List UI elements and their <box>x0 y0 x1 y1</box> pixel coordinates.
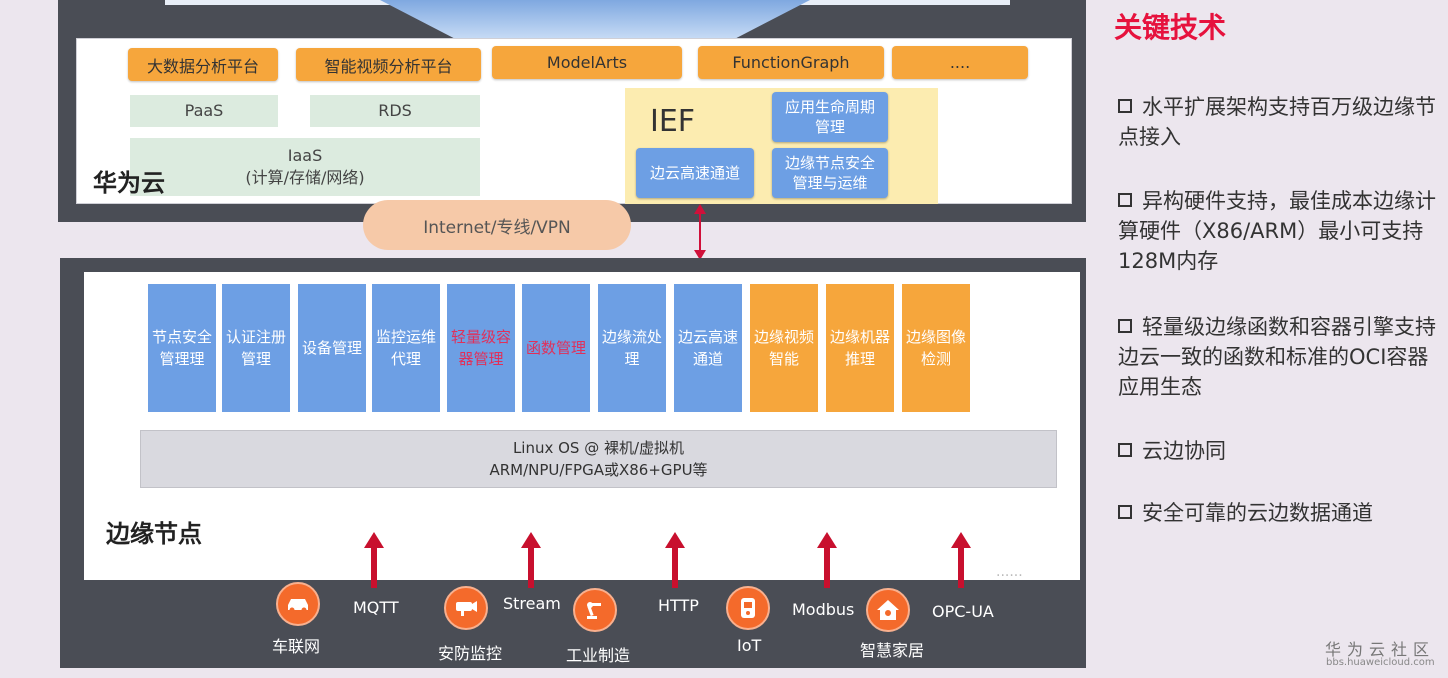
module-device-management[interactable]: 设备管理 <box>298 284 366 412</box>
iaas-detail: (计算/存储/网络) <box>245 168 365 187</box>
checkbox-icon <box>1118 505 1132 519</box>
iaas-box: IaaS (计算/存储/网络) <box>130 138 480 196</box>
iaas-label: IaaS <box>287 146 323 165</box>
key-tech-item-text: 云边协同 <box>1142 439 1226 463</box>
module-machine-inference[interactable]: 边缘机器推理 <box>826 284 894 412</box>
checkbox-icon <box>1118 193 1132 207</box>
module-monitoring-agent[interactable]: 监控运维代理 <box>372 284 440 412</box>
service-functiongraph[interactable]: FunctionGraph <box>698 46 884 79</box>
module-container-management[interactable]: 轻量级容器管理 <box>447 284 515 412</box>
protocol-http: HTTP <box>658 596 699 615</box>
smart-home-icon <box>866 588 910 632</box>
os-bar: Linux OS @ 裸机/虚拟机 ARM/NPU/FPGA或X86+GPU等 <box>140 430 1057 488</box>
cloud-funnel <box>380 0 810 40</box>
service-bigdata[interactable]: 大数据分析平台 <box>128 48 278 81</box>
module-auth-registration[interactable]: 认证注册管理 <box>222 284 290 412</box>
ief-security-button[interactable]: 边缘节点安全管理与运维 <box>772 148 888 198</box>
watermark-en: bbs.huaweicloud.com <box>1326 657 1435 668</box>
key-tech-item: 安全可靠的云边数据通道 <box>1118 498 1448 528</box>
device-label-industry: 工业制造 <box>566 646 631 665</box>
module-function-management[interactable]: 函数管理 <box>522 284 590 412</box>
key-tech-item-text: 轻量级边缘函数和容器引擎支持边云一致的函数和标准的OCI容器应用生态 <box>1118 315 1436 399</box>
module-edge-cloud-tunnel[interactable]: 边云高速通道 <box>674 284 742 412</box>
device-label-iot: IoT <box>737 636 762 655</box>
device-label-security: 安防监控 <box>438 644 503 663</box>
camera-icon <box>444 586 488 630</box>
cloud-edge-connector-arrow <box>694 204 706 260</box>
device-label-vehicle: 车联网 <box>272 637 321 656</box>
rds-box: RDS <box>310 95 480 127</box>
key-tech-item: 异构硬件支持，最佳成本边缘计算硬件（X86/ARM）最小可支持128M内存 <box>1118 186 1448 276</box>
os-line-1: Linux OS @ 裸机/虚拟机 <box>512 439 685 457</box>
robot-arm-icon <box>573 588 617 632</box>
key-tech-item-text: 水平扩展架构支持百万级边缘节点接入 <box>1118 95 1436 149</box>
ief-lifecycle-button[interactable]: 应用生命周期管理 <box>772 92 888 142</box>
watermark-cn: 华为云社区 <box>1325 640 1436 659</box>
protocol-mqtt: MQTT <box>353 598 399 617</box>
service-video-analysis[interactable]: 智能视频分析平台 <box>296 48 481 81</box>
ief-tunnel-button[interactable]: 边云高速通道 <box>636 148 754 198</box>
service-more[interactable]: .... <box>892 46 1028 79</box>
checkbox-icon <box>1118 319 1132 333</box>
iot-device-icon <box>726 586 770 630</box>
key-tech-item-text: 安全可靠的云边数据通道 <box>1142 501 1373 525</box>
module-stream-processing[interactable]: 边缘流处理 <box>598 284 666 412</box>
protocol-modbus: Modbus <box>792 600 855 619</box>
service-modelarts[interactable]: ModelArts <box>492 46 682 79</box>
key-tech-item: 云边协同 <box>1118 436 1448 466</box>
car-icon <box>276 582 320 626</box>
internet-cloud: Internet/专线/VPN <box>363 200 631 250</box>
arrow-up-icon <box>364 532 384 588</box>
key-tech-item: 轻量级边缘函数和容器引擎支持边云一致的函数和标准的OCI容器应用生态 <box>1118 312 1448 402</box>
arrow-up-icon <box>665 532 685 588</box>
edge-title: 边缘节点 <box>106 520 202 548</box>
module-image-detection[interactable]: 边缘图像检测 <box>902 284 970 412</box>
os-line-2: ARM/NPU/FPGA或X86+GPU等 <box>489 461 708 479</box>
arrow-up-icon <box>817 532 837 588</box>
checkbox-icon <box>1118 99 1132 113</box>
paas-box: PaaS <box>130 95 278 127</box>
arrow-up-icon <box>521 532 541 588</box>
checkbox-icon <box>1118 443 1132 457</box>
module-video-intelligence[interactable]: 边缘视频智能 <box>750 284 818 412</box>
arrow-up-icon <box>951 532 971 588</box>
key-tech-item-text: 异构硬件支持，最佳成本边缘计算硬件（X86/ARM）最小可支持128M内存 <box>1118 189 1436 273</box>
edge-more-ellipsis: ...... <box>996 564 1023 580</box>
protocol-opc-ua: OPC-UA <box>932 602 994 621</box>
cloud-title: 华为云 <box>93 169 165 197</box>
key-tech-item: 水平扩展架构支持百万级边缘节点接入 <box>1118 92 1448 152</box>
module-node-security[interactable]: 节点安全管理理 <box>148 284 216 412</box>
ief-label: IEF <box>650 104 696 139</box>
protocol-stream: Stream <box>503 594 561 613</box>
device-label-smart-home: 智慧家居 <box>860 641 925 660</box>
key-tech-title: 关键技术 <box>1114 11 1227 44</box>
